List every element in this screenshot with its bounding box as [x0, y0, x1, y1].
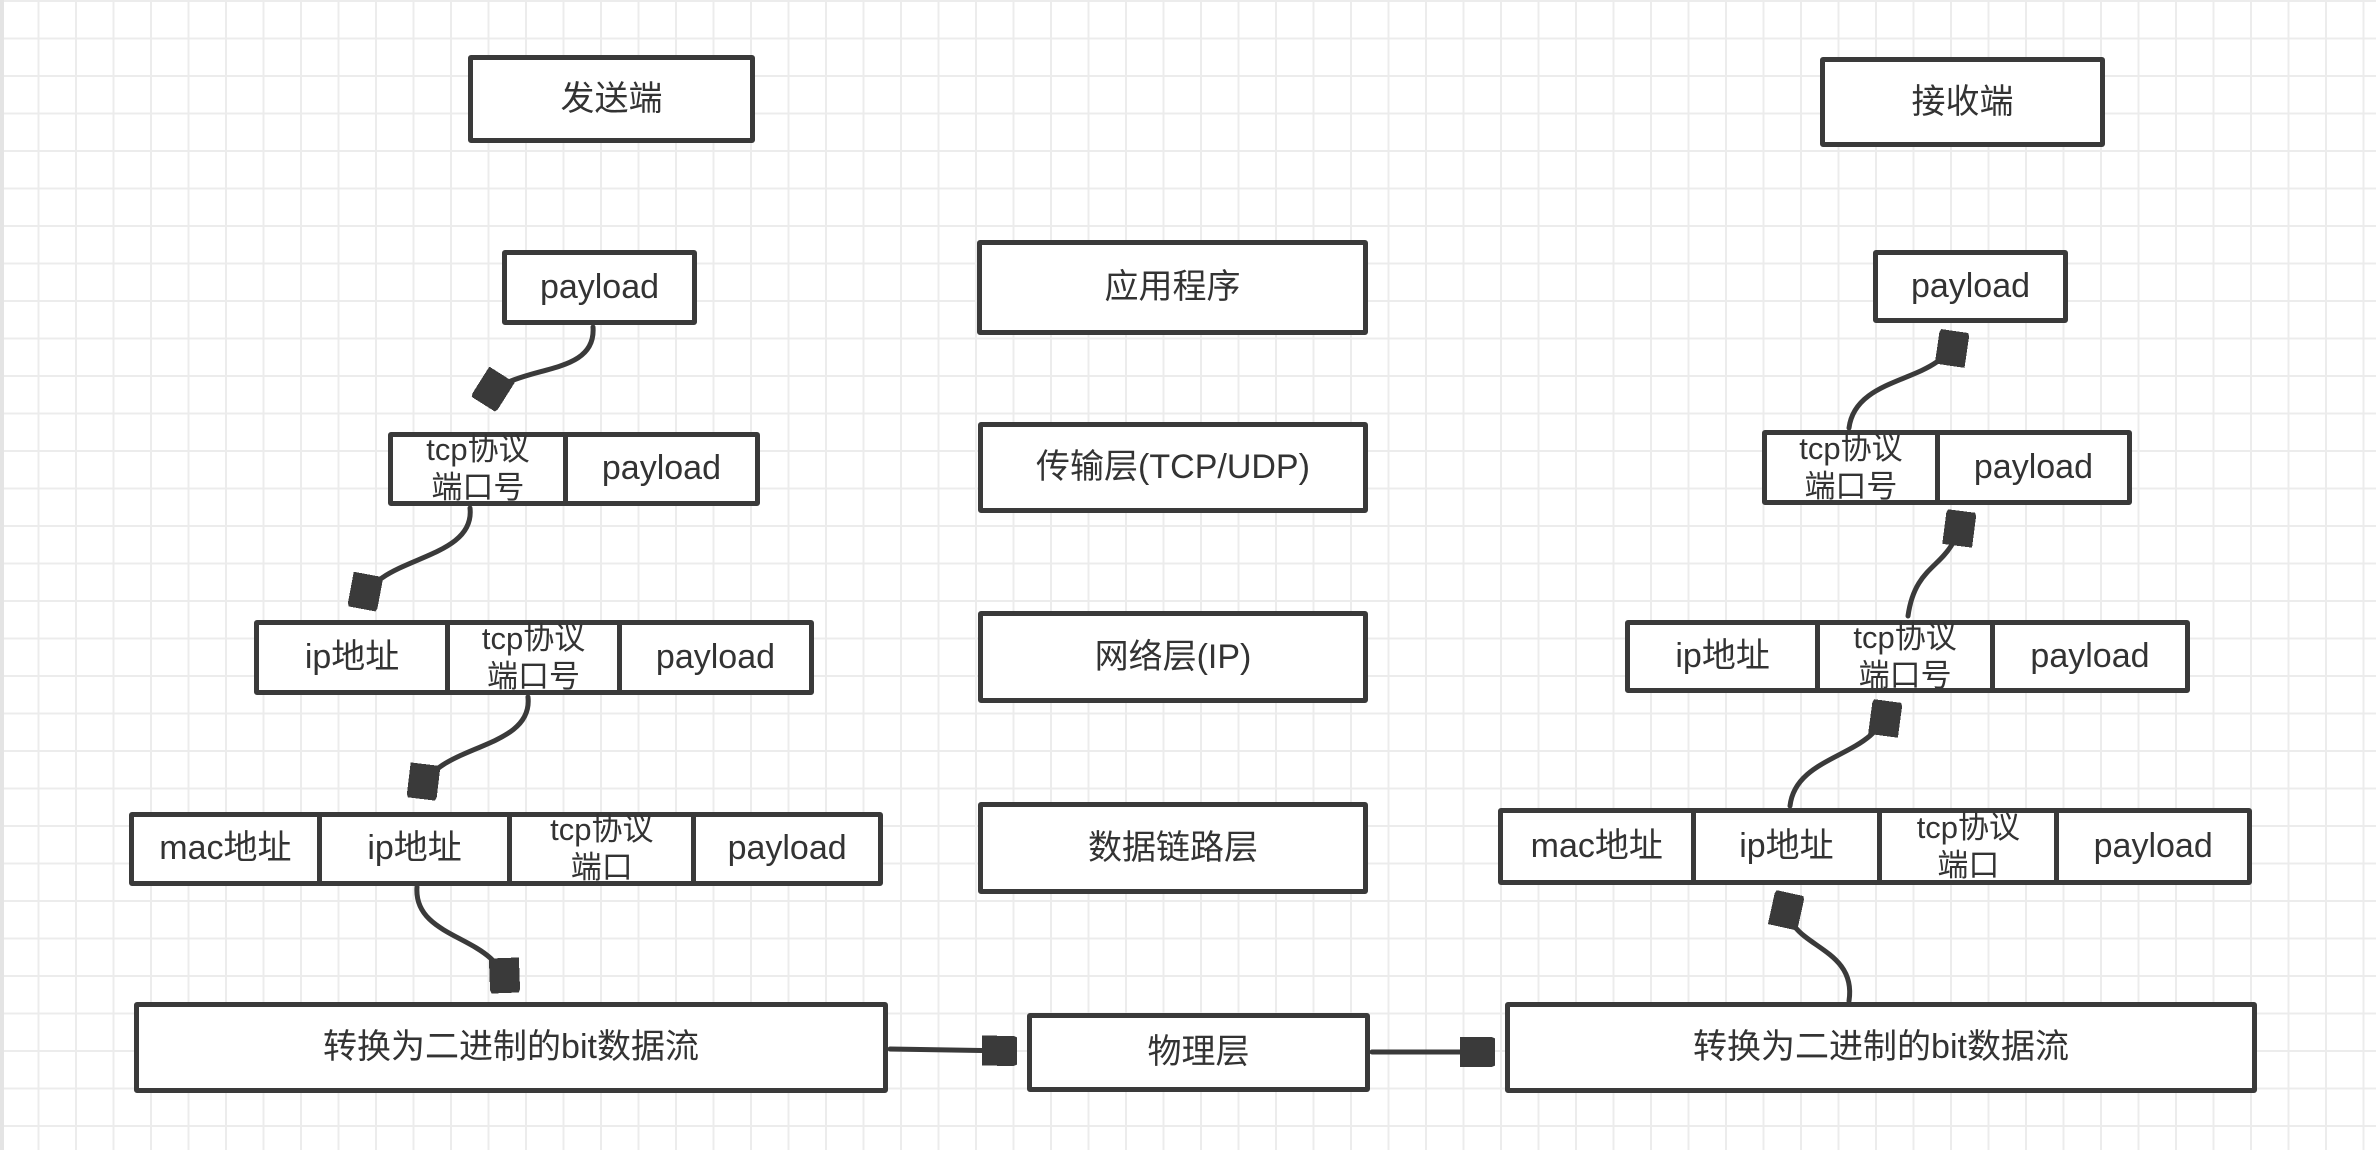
packet-segment-mac[interactable]: mac地址 — [159, 829, 292, 868]
arrow-receiver-bitstream-to-datalink[interactable] — [1788, 898, 1853, 1004]
layer-box-network[interactable]: 网络层(IP) — [978, 611, 1368, 703]
packet-segment-tcp-port[interactable]: tcp协议 端口 — [507, 812, 691, 885]
sender-network-packet[interactable]: ip地址 tcp协议 端口号 payload — [254, 620, 814, 695]
arrow-receiver-transport-to-payload[interactable] — [1846, 336, 1954, 431]
arrow-receiver-network-to-transport[interactable] — [1905, 516, 1961, 619]
arrow-sender-payload-to-transport[interactable] — [486, 324, 596, 400]
packet-segment-payload[interactable]: payload — [691, 817, 878, 881]
canvas-left-edge — [0, 0, 4, 1150]
packet-segment-payload[interactable]: payload — [562, 437, 755, 501]
sender-bitstream-box[interactable]: 转换为二进制的bit数据流 — [134, 1002, 888, 1093]
layer-box-application[interactable]: 应用程序 — [977, 240, 1368, 335]
arrow-sender-bitstream-to-physical[interactable] — [887, 1049, 1012, 1051]
sender-payload-box[interactable]: payload — [502, 250, 697, 325]
packet-segment-ip[interactable]: ip地址 — [316, 817, 508, 881]
packet-segment-tcp-port[interactable]: tcp协议 端口号 — [426, 432, 530, 505]
receiver-header-box[interactable]: 接收端 — [1820, 57, 2105, 147]
packet-segment-tcp-port[interactable]: tcp协议 端口号 — [445, 621, 617, 694]
packet-segment-ip[interactable]: ip地址 — [1675, 636, 1770, 675]
receiver-bitstream-box[interactable]: 转换为二进制的bit数据流 — [1505, 1002, 2257, 1093]
packet-segment-payload[interactable]: payload — [2054, 813, 2247, 880]
packet-segment-payload[interactable]: payload — [1989, 625, 2185, 688]
layer-box-physical[interactable]: 物理层 — [1027, 1013, 1370, 1092]
packet-segment-payload[interactable]: payload — [1934, 435, 2127, 500]
layer-box-transport[interactable]: 传输层(TCP/UDP) — [978, 422, 1368, 513]
receiver-payload-box[interactable]: payload — [1873, 250, 2068, 323]
sender-transport-packet[interactable]: tcp协议 端口号 payload — [388, 432, 760, 506]
sender-header-box[interactable]: 发送端 — [468, 55, 755, 143]
receiver-transport-packet[interactable]: tcp协议 端口号 payload — [1762, 430, 2132, 505]
packet-segment-ip[interactable]: ip地址 — [304, 637, 400, 676]
packet-segment-tcp-port[interactable]: tcp协议 端口号 — [1799, 430, 1903, 504]
packet-segment-tcp-port[interactable]: tcp协议 端口号 — [1815, 620, 1990, 693]
arrow-sender-transport-to-network[interactable] — [363, 505, 473, 604]
packet-segment-payload[interactable]: payload — [616, 625, 809, 690]
receiver-network-packet[interactable]: ip地址 tcp协议 端口号 payload — [1625, 620, 2190, 693]
packet-segment-ip[interactable]: ip地址 — [1690, 813, 1878, 880]
sender-datalink-packet[interactable]: mac地址 ip地址 tcp协议 端口 payload — [129, 812, 883, 886]
layer-box-datalink[interactable]: 数据链路层 — [978, 802, 1368, 894]
receiver-datalink-packet[interactable]: mac地址 ip地址 tcp协议 端口 payload — [1498, 808, 2252, 885]
packet-segment-tcp-port[interactable]: tcp协议 端口 — [1877, 810, 2054, 883]
packet-segment-mac[interactable]: mac地址 — [1530, 826, 1663, 865]
arrow-sender-datalink-to-bitstream[interactable] — [414, 884, 505, 988]
arrow-sender-network-to-datalink[interactable] — [422, 694, 531, 794]
arrow-receiver-datalink-to-network[interactable] — [1787, 706, 1887, 809]
